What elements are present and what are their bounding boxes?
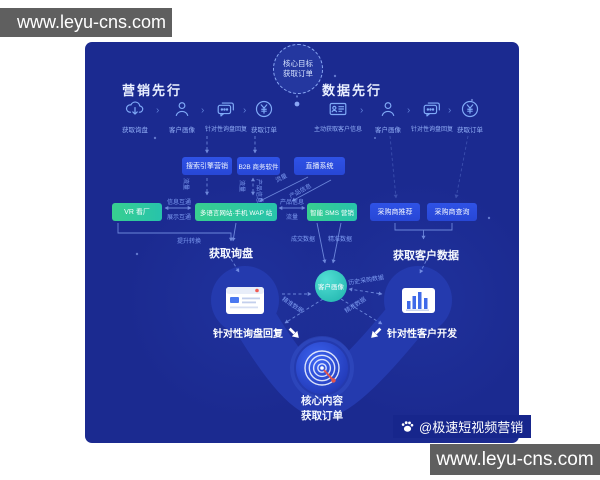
step-get-order: 获取订单 [236,98,292,134]
paw-icon [401,420,414,433]
chevron-right-icon: › [360,105,364,116]
node-multilingual-website: 多语言网站·手机 WAP 站 [195,203,277,221]
milestone-get-inquiry: 获取询盘 [209,248,253,260]
target-icon [290,336,354,400]
edge-label-product-info: 产品信息 [279,200,304,206]
diagram-canvas: 核心目标 获取订单 营销先行 数据先行 获取询盘 › 客户画像 › 针对性询盘回… [85,42,532,443]
step-label: 主动获取客户信息 [313,127,362,133]
connector-overlay [117,74,491,418]
action-label: 针对性客户开发 [387,329,457,340]
bar-chart-card-icon [402,288,435,313]
action-targeted-inquiry-reply: 针对性询盘回复 [213,325,301,340]
chevron-right-icon: › [243,105,247,116]
action-targeted-customer-development: 针对性客户开发 [369,325,457,340]
connector-lines [117,91,469,325]
core-line2: 获取订单 [301,410,343,422]
core-content-caption: 核心内容 获取订单 [272,394,372,424]
edge-label-display-exchange: 展示互通 [166,215,191,221]
edge-label-deal-data: 成交数据 [290,237,315,243]
milestone-get-customer-data: 获取客户数据 [393,250,459,262]
step-label: 获取询盘 [122,127,148,134]
watermark-top-left: www.leyu-cns.com [0,8,172,37]
goal-line2: 获取订单 [283,69,313,78]
user-icon [360,98,416,120]
browser-form-icon [226,287,264,314]
node-vr-factory: VR 看厂 [112,203,162,221]
customer-profile-circle: 客户画像 [315,270,347,302]
step-customer-profile: 客户画像 [360,98,416,134]
data-first-title: 数据先行 [322,83,383,98]
edge-label-traffic: 流量 [238,180,244,193]
action-label: 针对性询盘回复 [213,329,283,340]
edge-label-traffic: 流量 [182,178,188,191]
step-get-order: 获取订单 [442,98,498,134]
arrow-down-right-icon [287,326,301,340]
edge-label-info-exchange: 信息互通 [166,200,191,206]
chevron-right-icon: › [448,105,452,116]
step-get-inquiry: 获取询盘 [107,98,163,134]
chat-icon [404,98,460,120]
edge-label-product-info: 产品信息 [255,179,261,204]
credit-badge: @极速短视频营销 [393,415,532,438]
step-targeted-reply: 针对性询盘回复 [404,98,460,133]
node-buyer-search: 采购商查询 [427,203,477,221]
user-icon [154,98,210,120]
step-label: 客户画像 [375,127,401,134]
chevron-right-icon: › [201,105,205,116]
step-label: 针对性询盘回复 [410,127,453,133]
step-label: 获取订单 [457,127,483,134]
node-live-stream-system: 直播系统 [294,157,345,175]
chat-icon [198,98,254,120]
marketing-first-title: 营销先行 [122,83,183,98]
step-targeted-reply: 针对性询盘回复 [198,98,254,133]
yen-icon [236,98,292,120]
chevron-right-icon: › [407,105,411,116]
credit-text: @极速短视频营销 [419,420,524,435]
goal-dot [294,101,300,107]
node-b2b-software: B2B 商务软件 [237,157,280,175]
step-customer-profile: 客户画像 [154,98,210,134]
cloud-download-icon [107,98,163,120]
sparkle-dots [135,74,491,256]
chevron-right-icon: › [156,105,160,116]
node-search-engine-marketing: 搜索引擎营销 [182,157,232,175]
step-label: 针对性询盘回复 [204,127,247,133]
node-buyer-recommend: 采购商推荐 [370,203,420,221]
step-label: 客户画像 [169,127,195,134]
goal-line1: 核心目标 [283,59,313,68]
node-smart-sms: 智能 SMS 营销 [307,203,357,221]
edge-label-traffic: 流量 [285,215,298,221]
step-label: 获取订单 [251,127,277,134]
watermark-bottom-right: www.leyu-cns.com [430,444,600,475]
core-line1: 核心内容 [301,395,343,407]
goal-circle: 核心目标 获取订单 [273,44,323,94]
step-get-customer-info: 主动获取客户信息 [310,98,366,133]
edge-label-precise-data: 精准数据 [327,237,352,243]
yen-icon [442,98,498,120]
arrow-down-left-icon [369,326,383,340]
id-card-icon [310,98,366,120]
edge-label-conversion: 提升转换 [176,239,201,245]
